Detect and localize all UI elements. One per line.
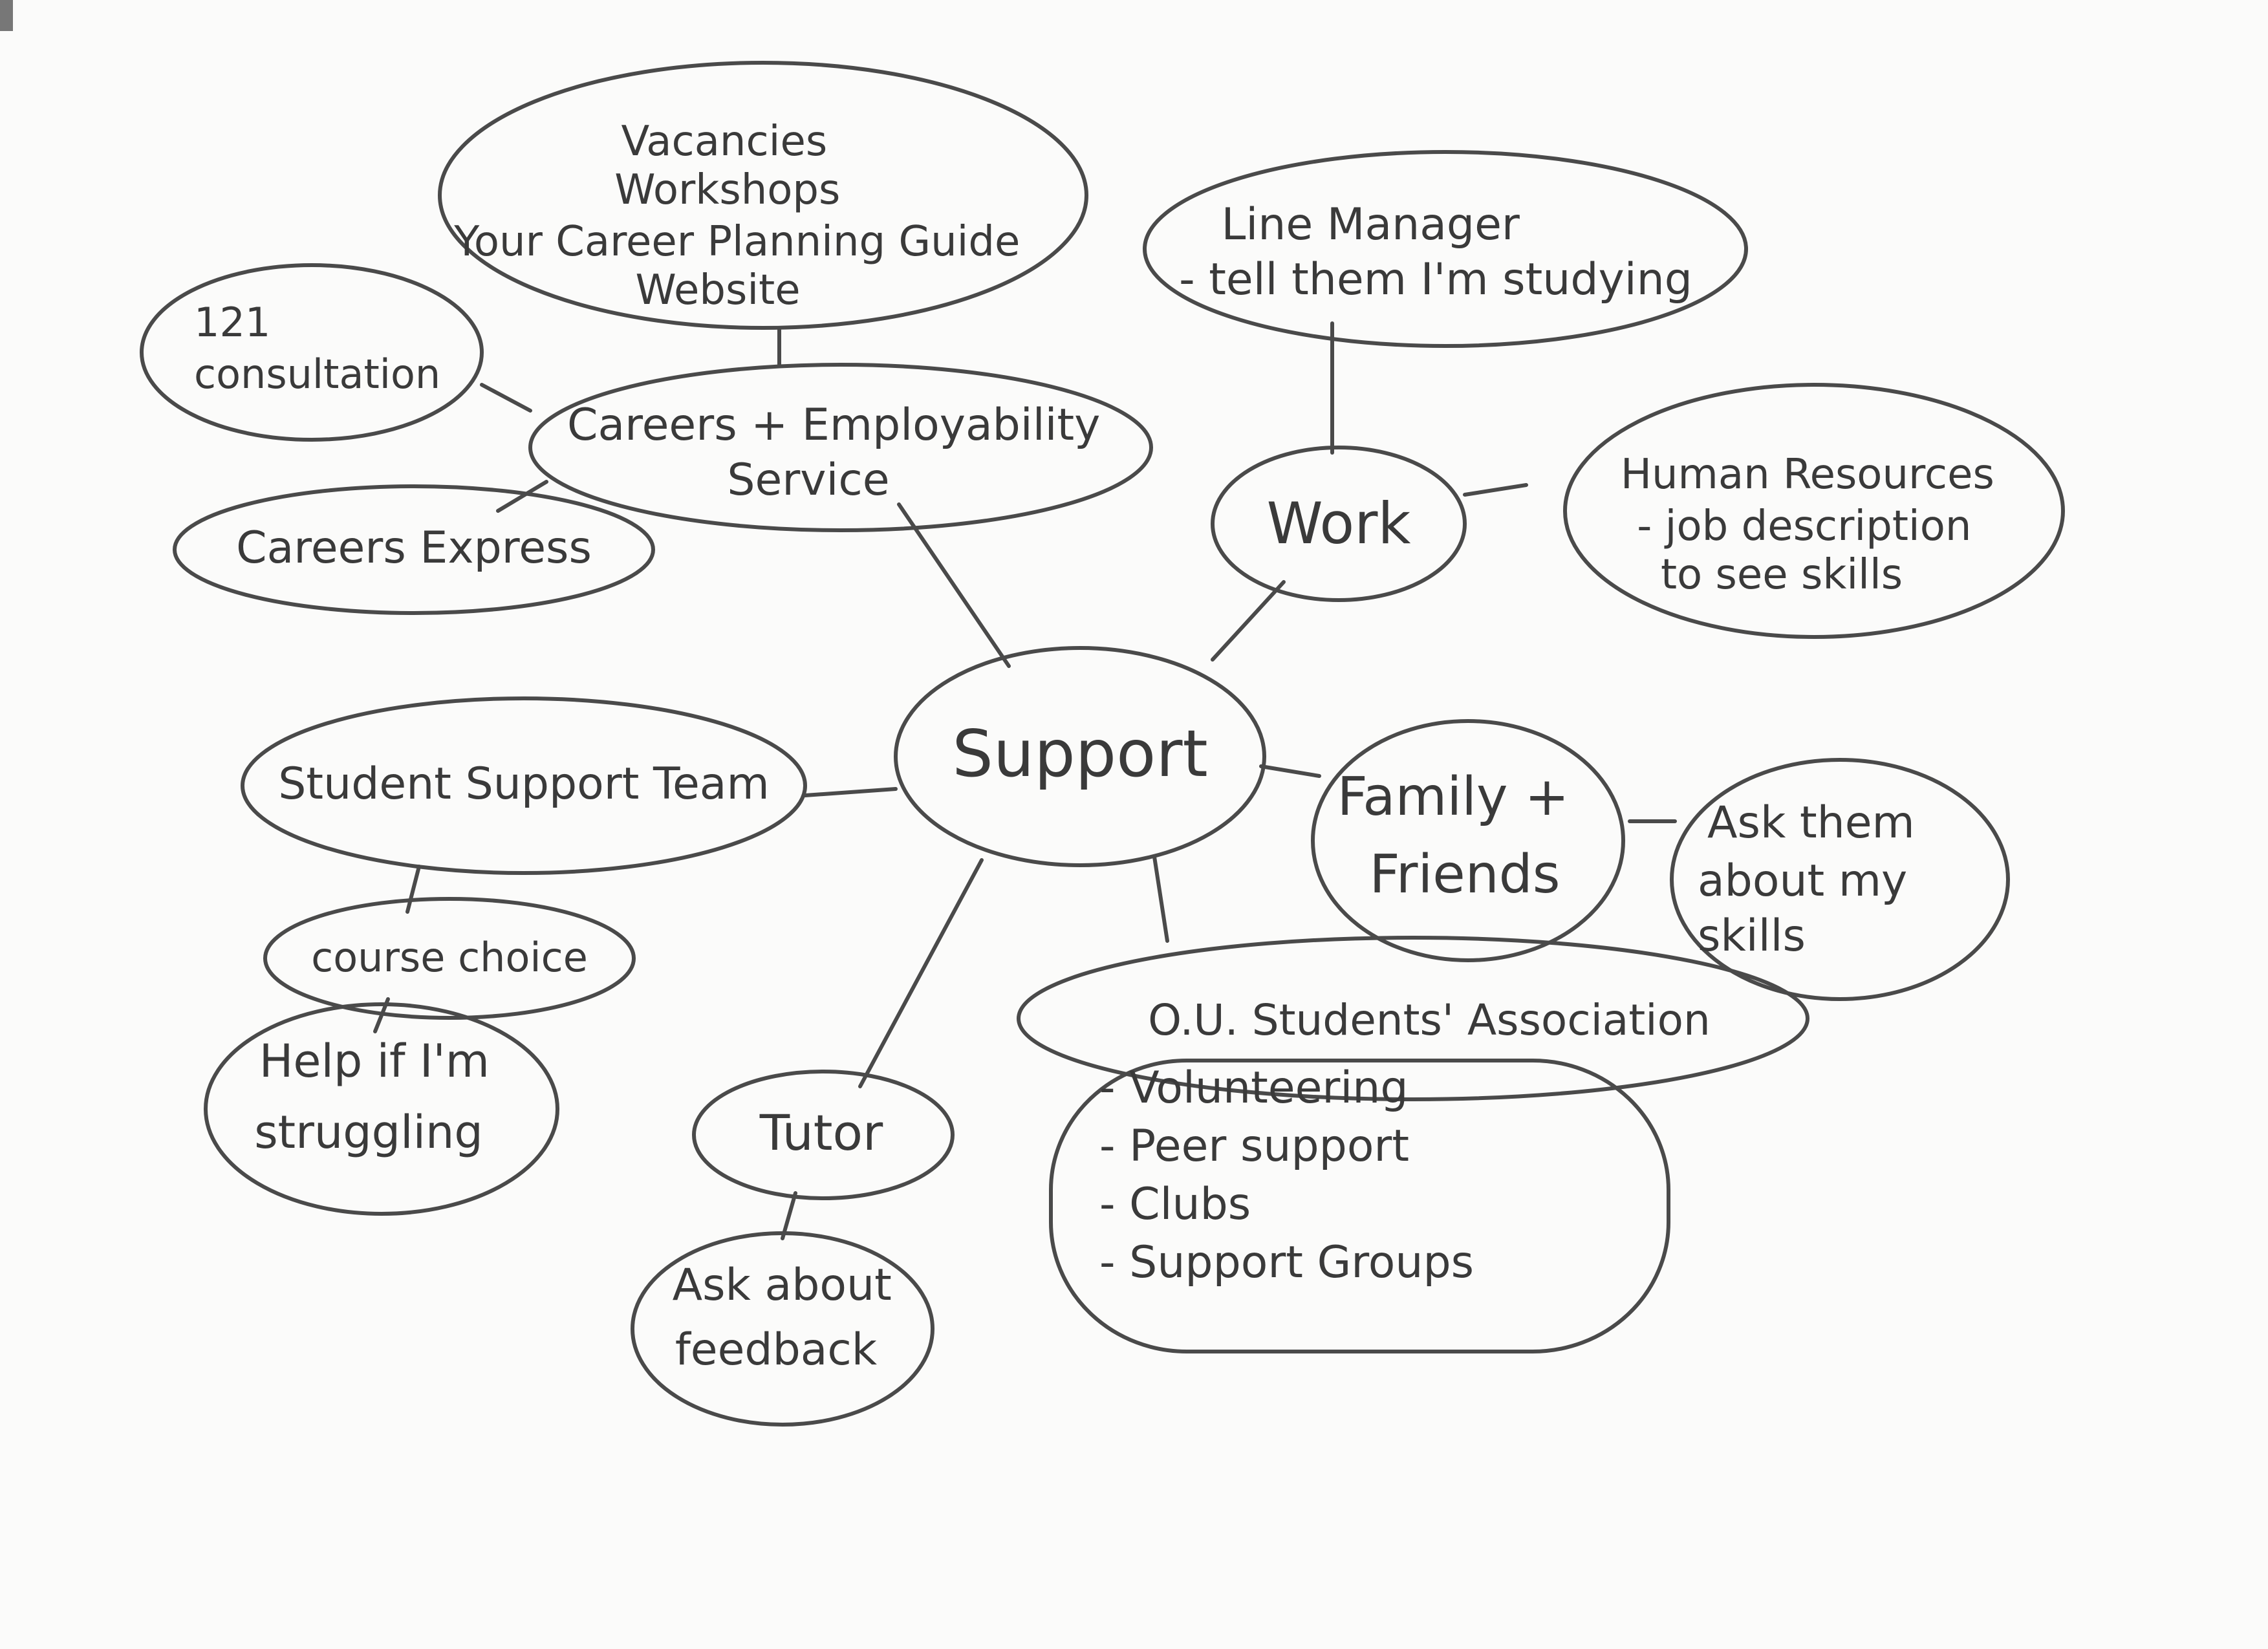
label-human-resources-line-3: to see skills bbox=[1661, 551, 1903, 599]
node-ou-association: O.U. Students' Association bbox=[1017, 936, 1809, 1101]
label-work: Work bbox=[1267, 490, 1411, 557]
bubble-consultation bbox=[140, 263, 484, 442]
label-line-manager: Line Manager - tell them I'm studying bbox=[1179, 199, 1692, 305]
label-ask-feedback-line-2: feedback bbox=[675, 1324, 878, 1375]
label-family-friends-line-1: Family + bbox=[1337, 766, 1570, 828]
link-support-student-team bbox=[803, 787, 898, 797]
link-support-work bbox=[1211, 580, 1286, 662]
label-support-line-1: Support bbox=[952, 716, 1207, 792]
node-line-manager: Line Manager - tell them I'm studying bbox=[1143, 150, 1748, 348]
label-ask-feedback: Ask about feedback bbox=[673, 1260, 906, 1375]
label-careers-express-line-1: Careers Express bbox=[236, 523, 592, 574]
label-careers-resources-line-1: Vacancies bbox=[621, 118, 827, 166]
node-association-list: - Volunteering - Peer support - Clubs - … bbox=[1049, 1059, 1670, 1353]
label-family-friends: Family + Friends bbox=[1337, 766, 1586, 905]
label-careers-service: Careers + Employability Service bbox=[567, 400, 1114, 506]
label-ask-skills: Ask them about my skills bbox=[1698, 797, 1928, 962]
link-support-tutor bbox=[858, 858, 984, 1088]
node-careers-service: Careers + Employability Service bbox=[528, 363, 1153, 532]
label-association-list-line-1: - Volunteering bbox=[1099, 1062, 1409, 1114]
link-tutor-feedback bbox=[781, 1191, 797, 1240]
label-careers-resources-line-3: Your Career Planning Guide bbox=[453, 218, 1020, 266]
node-support: Support bbox=[894, 646, 1266, 867]
label-family-friends-line-2: Friends bbox=[1370, 844, 1561, 905]
label-course-choice-line-1: course choice bbox=[311, 934, 588, 981]
label-ou-association: O.U. Students' Association bbox=[1148, 995, 1711, 1045]
label-ou-association-line-1: O.U. Students' Association bbox=[1148, 995, 1711, 1045]
label-careers-resources-line-4: Website bbox=[635, 266, 800, 314]
label-support: Support bbox=[952, 716, 1207, 792]
label-careers-resources: Vacancies Workshops Your Career Planning… bbox=[453, 118, 1033, 314]
node-student-support-team: Student Support Team bbox=[241, 696, 807, 875]
label-ask-skills-line-3: skills bbox=[1698, 911, 1806, 962]
label-ask-skills-line-1: Ask them bbox=[1707, 797, 1915, 848]
bubble-association-list bbox=[1049, 1059, 1670, 1353]
label-work-line-1: Work bbox=[1267, 490, 1411, 557]
label-careers-express: Careers Express bbox=[236, 523, 592, 574]
label-tutor-line-1: Tutor bbox=[759, 1104, 883, 1161]
bubble-help-struggling bbox=[204, 1002, 559, 1216]
bubble-careers-resources bbox=[438, 61, 1088, 330]
bubble-support bbox=[894, 646, 1266, 867]
label-student-support-team: Student Support Team bbox=[278, 759, 769, 810]
bubble-student-support-team bbox=[241, 696, 807, 875]
bubble-course-choice bbox=[263, 897, 636, 1020]
node-consultation: 121 consultation bbox=[140, 263, 484, 442]
bubble-careers-express bbox=[173, 484, 655, 615]
scan-corner-mark bbox=[0, 0, 13, 31]
label-consultation-line-2: consultation bbox=[194, 350, 440, 398]
label-course-choice: course choice bbox=[311, 934, 588, 981]
link-team-course bbox=[405, 865, 421, 914]
node-ask-feedback: Ask about feedback bbox=[631, 1231, 934, 1427]
bubble-ask-skills bbox=[1670, 758, 2010, 1001]
label-careers-service-line-2: Service bbox=[727, 455, 889, 506]
node-course-choice: course choice bbox=[263, 897, 636, 1020]
bubble-family-friends bbox=[1311, 719, 1625, 962]
label-association-list-line-2: - Peer support bbox=[1099, 1121, 1409, 1172]
bubble-work bbox=[1211, 446, 1467, 602]
label-association-list: - Volunteering - Peer support - Clubs - … bbox=[1099, 1062, 1474, 1288]
label-ask-feedback-line-1: Ask about bbox=[673, 1260, 892, 1311]
bubble-human-resources bbox=[1563, 383, 2065, 639]
link-support-association bbox=[1152, 855, 1169, 943]
label-help-struggling-line-1: Help if I'm bbox=[259, 1035, 490, 1088]
node-careers-resources: Vacancies Workshops Your Career Planning… bbox=[438, 61, 1088, 330]
bubble-careers-service bbox=[528, 363, 1153, 532]
node-help-struggling: Help if I'm struggling bbox=[204, 1002, 559, 1216]
label-consultation-line-1: 121 bbox=[194, 299, 270, 346]
node-work: Work bbox=[1211, 446, 1467, 602]
label-careers-service-line-1: Careers + Employability bbox=[567, 400, 1100, 451]
label-human-resources-line-2: - job description bbox=[1637, 502, 1971, 550]
link-careers-consultation bbox=[480, 383, 532, 413]
label-student-support-team-line-1: Student Support Team bbox=[278, 759, 769, 810]
bubble-line-manager bbox=[1143, 150, 1748, 348]
label-help-struggling: Help if I'm struggling bbox=[254, 1035, 504, 1159]
label-consultation: 121 consultation bbox=[194, 299, 440, 398]
link-support-careers bbox=[897, 502, 1011, 668]
label-line-manager-line-1: Line Manager bbox=[1221, 199, 1519, 250]
label-association-list-line-3: - Clubs bbox=[1099, 1179, 1251, 1230]
label-careers-resources-line-2: Workshops bbox=[614, 166, 840, 214]
label-tutor: Tutor bbox=[759, 1104, 883, 1161]
node-tutor: Tutor bbox=[692, 1070, 955, 1200]
links bbox=[373, 321, 1677, 1240]
link-careers-express bbox=[496, 480, 548, 513]
label-human-resources: Human Resources - job description to see… bbox=[1621, 451, 2007, 599]
node-family-friends: Family + Friends bbox=[1311, 719, 1625, 962]
label-ask-skills-line-2: about my bbox=[1698, 856, 1907, 907]
label-association-list-line-4: - Support Groups bbox=[1099, 1237, 1474, 1288]
link-work-hr bbox=[1463, 483, 1528, 497]
link-support-family bbox=[1259, 764, 1321, 778]
bubble-ou-association bbox=[1017, 936, 1809, 1101]
node-ask-skills: Ask them about my skills bbox=[1670, 758, 2010, 1001]
node-human-resources: Human Resources - job description to see… bbox=[1563, 383, 2065, 639]
node-careers-express: Careers Express bbox=[173, 484, 655, 615]
label-help-struggling-line-2: struggling bbox=[254, 1106, 483, 1159]
bubble-ask-feedback bbox=[631, 1231, 934, 1427]
label-human-resources-line-1: Human Resources bbox=[1621, 451, 1994, 499]
bubble-tutor bbox=[692, 1070, 955, 1200]
label-line-manager-line-2: - tell them I'm studying bbox=[1179, 254, 1692, 305]
